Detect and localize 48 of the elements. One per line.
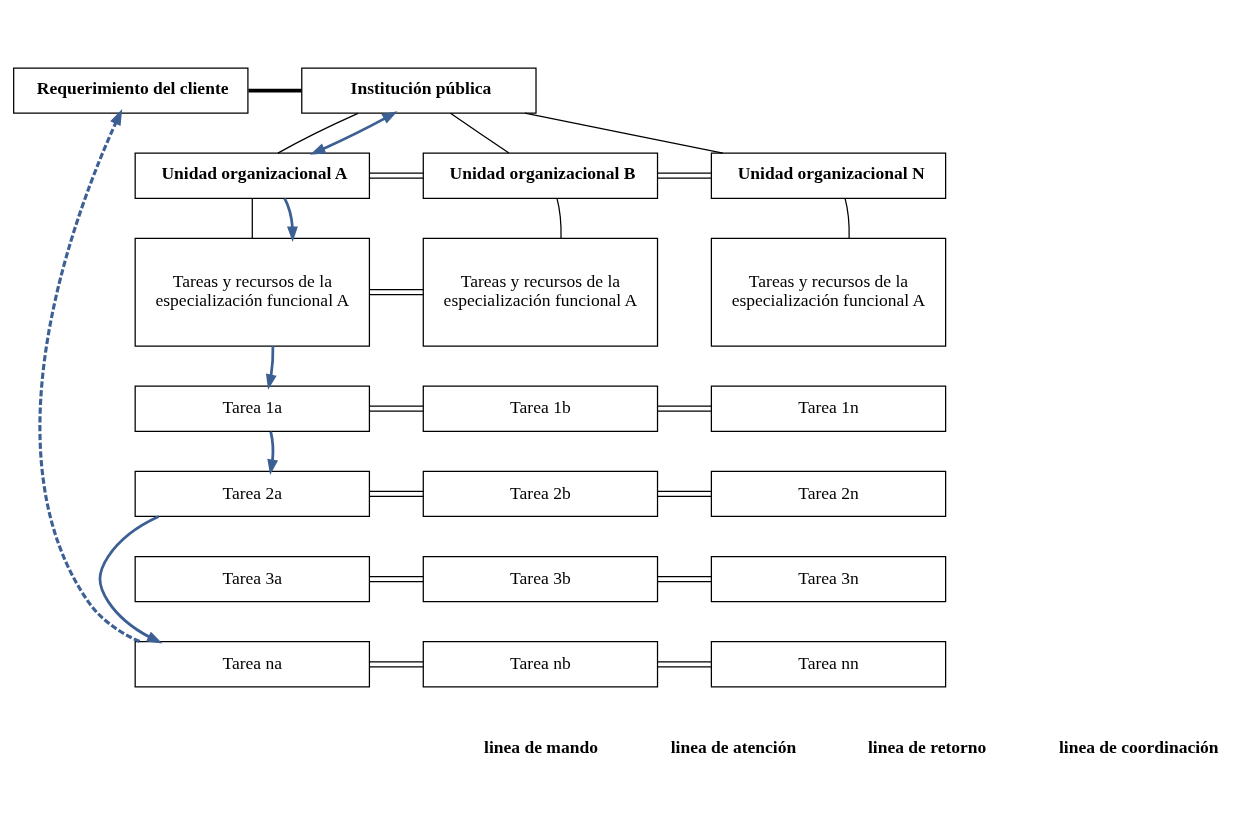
arrow [283, 197, 298, 242]
legend-label: linea de retorno [867, 736, 987, 757]
node-box: Unidad organizacional A [134, 152, 371, 199]
node-box: Tarea 1n [710, 385, 947, 432]
node-box: Tareas y recursos de la especialización funcional A [134, 237, 371, 347]
node-box: Tarea 1b [422, 385, 659, 432]
connector [369, 660, 424, 667]
connector [369, 172, 424, 179]
node-box: Tarea 2a [134, 470, 371, 517]
node-box: Unidad organizacional N [710, 152, 947, 199]
connector [277, 112, 359, 154]
node-box: Tareas y recursos de la especialización funcional A [710, 237, 947, 347]
legend-label: linea de atención [670, 736, 797, 757]
connector [657, 405, 712, 412]
connector [369, 490, 424, 497]
node-box: Tarea 3b [422, 555, 659, 602]
node-box: Tareas y recursos de la especialización funcional A [422, 237, 659, 347]
node-box: Tarea 1a [134, 385, 371, 432]
node-box: Tarea 3a [134, 555, 371, 602]
node-box: Tarea nn [710, 640, 947, 687]
node-box: Tarea nb [422, 640, 659, 687]
connector [657, 660, 712, 667]
node-box: Tarea na [134, 640, 371, 687]
arrow [98, 514, 163, 643]
node-box: Tarea 2n [710, 470, 947, 517]
connector [369, 405, 424, 412]
connector [844, 197, 850, 239]
connector [248, 88, 302, 92]
legend-label: linea de coordinación [1058, 736, 1219, 757]
arrow [265, 345, 277, 390]
node-box: Unidad organizacional B [422, 152, 659, 199]
connector [556, 197, 562, 239]
node-box: Tarea 3n [710, 555, 947, 602]
connector [657, 172, 712, 179]
connector [369, 575, 424, 582]
arrow [267, 430, 279, 475]
connector [657, 575, 712, 582]
connector [449, 112, 510, 154]
connector [657, 490, 712, 497]
arrow [309, 110, 398, 155]
arrow [38, 108, 141, 643]
node-box: Requerimiento del cliente [13, 66, 249, 114]
connector [524, 112, 724, 154]
connector [251, 197, 253, 239]
legend-label: linea de mando [484, 736, 598, 757]
node-box: Tarea 2b [422, 470, 659, 517]
node-box: Institución pública [301, 66, 537, 114]
connector [369, 288, 424, 295]
